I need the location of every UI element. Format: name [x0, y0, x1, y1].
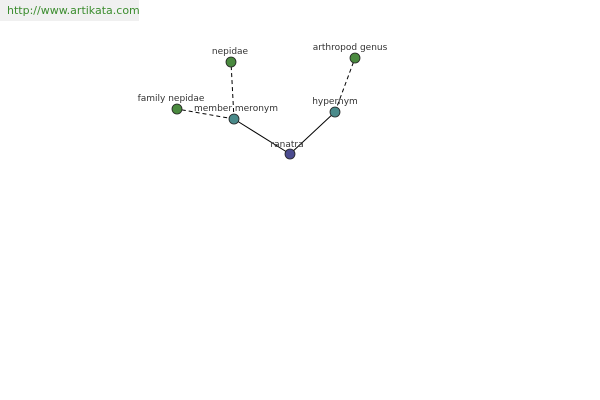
node-hypernym[interactable]	[329, 106, 341, 118]
label-arthropod-genus: arthropod genus	[313, 43, 388, 53]
graph-edges	[176, 57, 356, 155]
edge-ranatra-member-meronym	[233, 118, 291, 155]
label-member-meronym: member meronym	[194, 104, 278, 114]
label-ranatra: ranatra	[270, 140, 303, 150]
label-nepidae: nepidae	[212, 47, 249, 57]
graph-nodes	[171, 52, 361, 160]
edge-member-meronym-nepidae	[230, 61, 235, 120]
label-family-nepidae: family nepidae	[138, 94, 205, 104]
node-arthropod-genus[interactable]	[349, 52, 361, 64]
label-hypernym: hypernym	[312, 97, 358, 107]
edge-ranatra-hypernym	[289, 111, 336, 155]
node-family-nepidae[interactable]	[171, 103, 183, 115]
graph-labels: ranatra member meronym hypernym nepidae …	[138, 43, 388, 150]
edge-hypernym-arthropod-genus	[334, 57, 356, 113]
source-url-link[interactable]: http://www.artikata.com	[7, 4, 140, 17]
node-ranatra[interactable]	[284, 148, 296, 160]
edge-member-meronym-family-nepidae	[176, 108, 235, 120]
node-nepidae[interactable]	[225, 56, 237, 68]
source-url-bar: http://www.artikata.com	[0, 0, 140, 21]
node-member-meronym[interactable]	[228, 113, 240, 125]
